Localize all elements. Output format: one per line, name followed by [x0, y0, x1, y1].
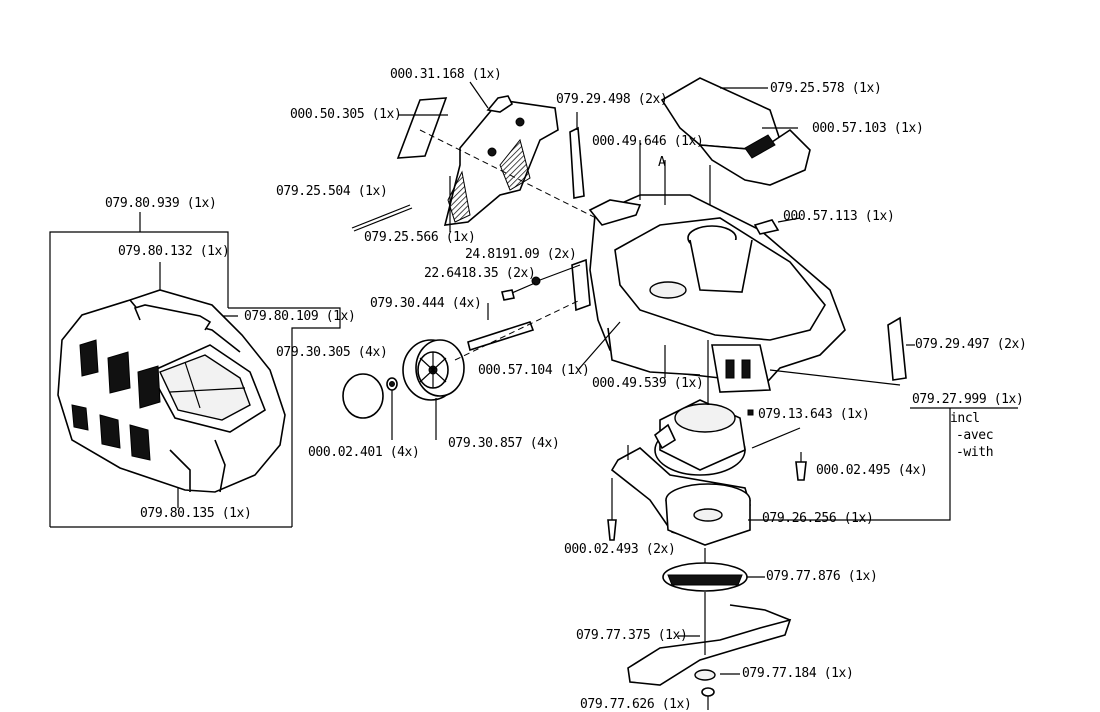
mower-housing — [571, 140, 901, 393]
label-000-02-493: 000.02.493 (2x) — [564, 542, 676, 557]
top-cover — [660, 77, 811, 235]
label-079-80-132: 079.80.132 (1x) — [118, 244, 230, 259]
label-079-30-444: 079.30.444 (4x) — [370, 296, 482, 311]
label-incl: incl — [950, 411, 980, 426]
wheel-assembly — [342, 299, 581, 440]
label-079-25-578: 079.25.578 (1x) — [770, 81, 882, 96]
label-with: -with — [956, 445, 994, 460]
handle-parts — [351, 81, 601, 232]
label-marker-a: A — [658, 155, 666, 170]
label-24-8191-09: 24.8191.09 (2x) — [465, 247, 577, 262]
label-079-77-626: 079.77.626 (1x) — [580, 697, 692, 712]
clip-parts — [569, 112, 915, 381]
small-fasteners — [501, 217, 801, 301]
label-079-30-305: 079.30.305 (4x) — [276, 345, 388, 360]
label-079-80-135: 079.80.135 (1x) — [140, 506, 252, 521]
label-000-31-168: 000.31.168 (1x) — [390, 67, 502, 82]
label-079-77-876: 079.77.876 (1x) — [766, 569, 878, 584]
label-000-57-103: 000.57.103 (1x) — [812, 121, 924, 136]
label-000-49-539: 000.49.539 (1x) — [592, 376, 704, 391]
label-079-13-643: 079.13.643 (1x) — [758, 407, 870, 422]
grass-catcher-box — [57, 289, 286, 493]
label-079-80-109: 079.80.109 (1x) — [244, 309, 356, 324]
label-079-27-999: 079.27.999 (1x) — [912, 392, 1024, 407]
label-079-29-497: 079.29.497 (2x) — [915, 337, 1027, 352]
label-079-25-566: 079.25.566 (1x) — [364, 230, 476, 245]
fan-housing — [607, 408, 951, 546]
label-079-29-498: 079.29.498 (2x) — [556, 92, 668, 107]
label-079-77-375: 079.77.375 (1x) — [576, 628, 688, 643]
label-079-80-939: 079.80.939 (1x) — [105, 196, 217, 211]
label-079-77-184: 079.77.184 (1x) — [742, 666, 854, 681]
label-000-57-104: 000.57.104 (1x) — [478, 363, 590, 378]
label-079-30-857: 079.30.857 (4x) — [448, 436, 560, 451]
label-000-49-646: 000.49.646 (1x) — [592, 134, 704, 149]
label-000-02-495: 000.02.495 (4x) — [816, 463, 928, 478]
grass-catcher-group — [49, 212, 341, 528]
label-079-25-504: 079.25.504 (1x) — [276, 184, 388, 199]
label-000-50-305: 000.50.305 (1x) — [290, 107, 402, 122]
label-000-02-401: 000.02.401 (4x) — [308, 445, 420, 460]
fan — [662, 548, 765, 592]
label-000-57-113: 000.57.113 (1x) — [783, 209, 895, 224]
label-22-6418-35: 22.6418.35 (2x) — [424, 266, 536, 281]
label-avec: -avec — [956, 428, 994, 443]
motor — [653, 340, 801, 476]
blade — [627, 592, 792, 710]
label-079-26-256: 079.26.256 (1x) — [762, 511, 874, 526]
